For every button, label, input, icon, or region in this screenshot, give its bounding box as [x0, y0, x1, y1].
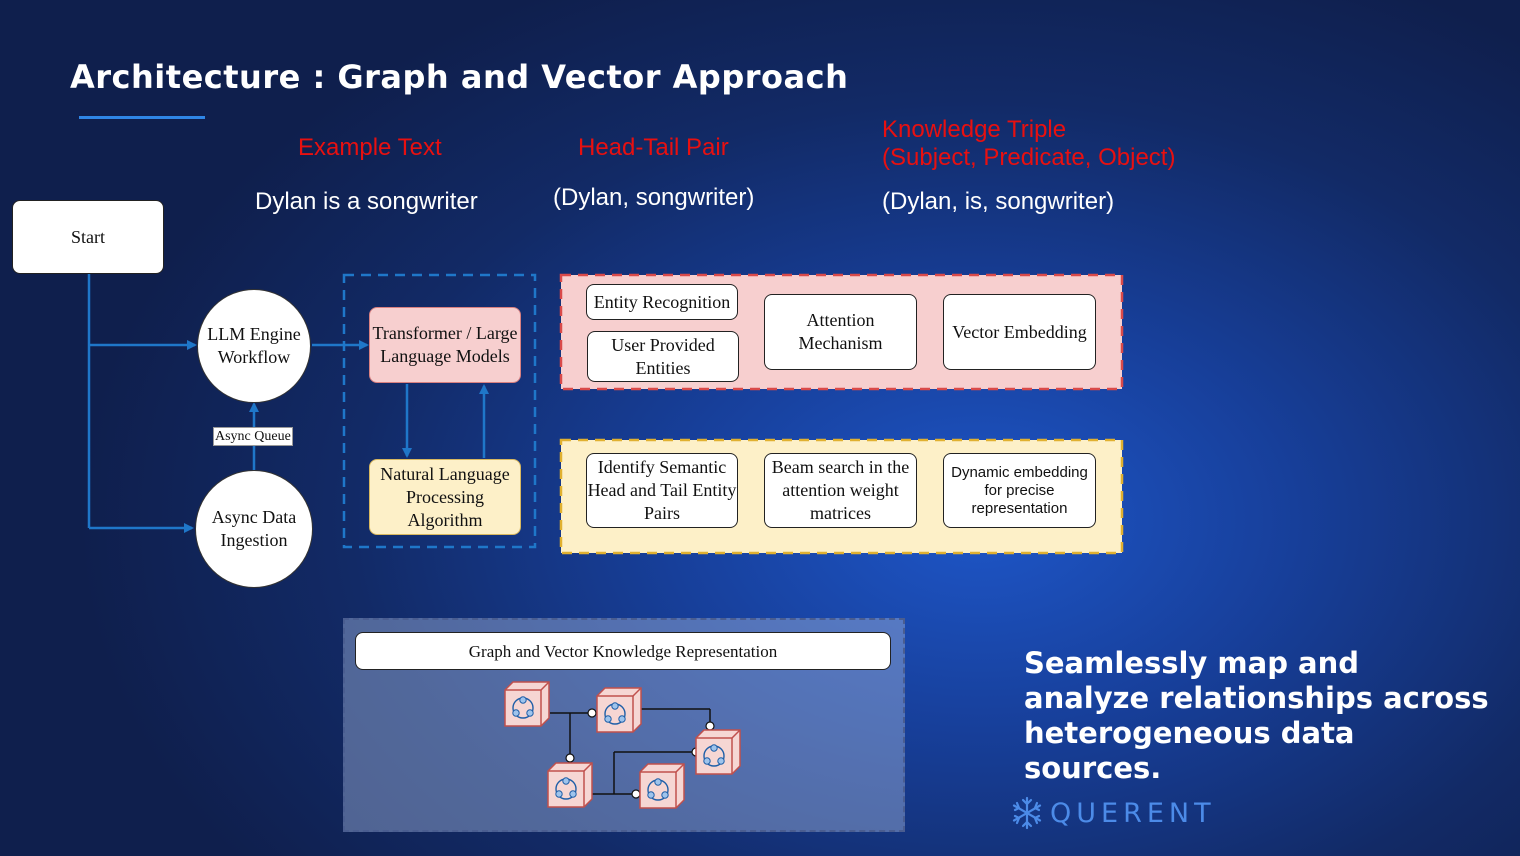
attention-box: Attention Mechanism	[764, 294, 917, 370]
tagline: Seamlessly map and analyze relationships…	[1024, 646, 1489, 785]
graph-node-dot	[565, 753, 575, 763]
graph-node-icon	[639, 763, 685, 809]
async-ingestion-node: Async Data Ingestion	[195, 470, 313, 588]
graph-node-icon	[547, 762, 593, 808]
entity-recognition-box: Entity Recognition	[586, 284, 738, 320]
head-tail-example: (Dylan, songwriter)	[553, 184, 755, 211]
user-entities-box: User Provided Entities	[587, 331, 739, 382]
transformer-node: Transformer / Large Language Models	[369, 307, 521, 383]
async-queue-label: Async Queue	[213, 427, 293, 446]
knowledge-triple-header: Knowledge Triple (Subject, Predicate, Ob…	[882, 116, 1175, 172]
title-underline	[79, 116, 205, 119]
page-title: Architecture : Graph and Vector Approach	[70, 58, 849, 96]
semantic-pairs-box: Identify Semantic Head and Tail Entity P…	[586, 453, 738, 528]
graph-node-icon	[596, 687, 642, 733]
graph-node-dot	[631, 789, 641, 799]
snowflake-icon	[1012, 796, 1042, 830]
head-tail-header: Head-Tail Pair	[578, 134, 729, 161]
dynamic-embedding-box: Dynamic embedding for precise representa…	[943, 453, 1096, 528]
beam-search-box: Beam search in the attention weight matr…	[764, 453, 917, 528]
graph-node-icon	[695, 729, 741, 775]
vector-embedding-box: Vector Embedding	[943, 294, 1096, 370]
knowledge-triple-example: (Dylan, is, songwriter)	[882, 188, 1115, 215]
brand-name: QUERENT	[1050, 797, 1216, 829]
nlp-node: Natural Language Processing Algorithm	[369, 459, 521, 535]
start-node: Start	[12, 200, 164, 274]
knowledge-triple-header-line1: Knowledge Triple	[882, 116, 1067, 143]
llm-workflow-node: LLM Engine Workflow	[197, 289, 311, 403]
llm-group-outline	[342, 273, 537, 549]
example-text-header: Example Text	[298, 134, 442, 161]
brand-logo: QUERENT	[1010, 796, 1216, 830]
example-text: Dylan is a songwriter	[255, 188, 478, 215]
graph-node-dot	[587, 708, 597, 718]
graph-title-box: Graph and Vector Knowledge Representatio…	[355, 632, 891, 670]
graph-node-icon	[504, 681, 550, 727]
knowledge-triple-header-line2: (Subject, Predicate, Object)	[882, 144, 1176, 171]
graph-node-dot	[705, 721, 715, 731]
